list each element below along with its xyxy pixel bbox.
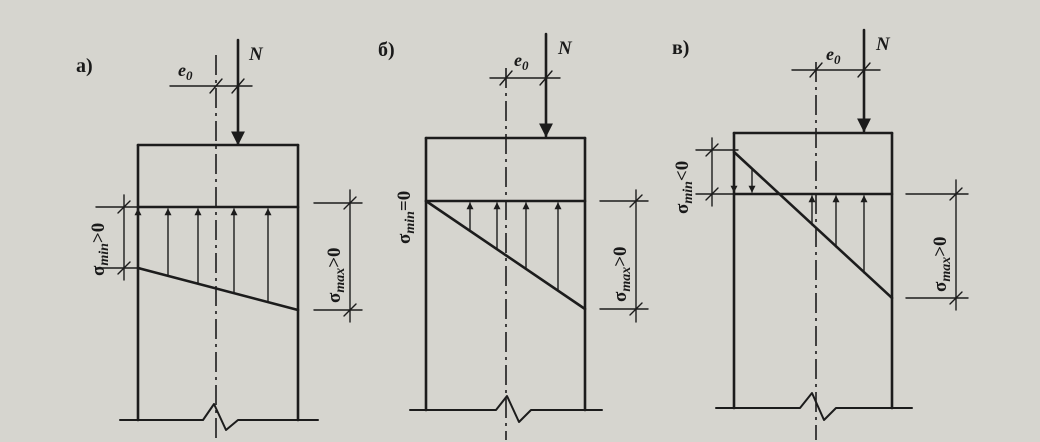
panel-b-eccentricity-label: e0 — [514, 50, 529, 73]
panel-a-column — [119, 143, 319, 431]
panel-b-force-label: N — [557, 38, 573, 59]
panel-b-sigma-min-label: σmin=0 — [394, 191, 418, 244]
panel-c-eccentricity-dim — [791, 62, 881, 78]
panel-c: в) N e0 — [672, 28, 969, 440]
panel-b-sigma-max-dim — [599, 189, 649, 323]
panel-b-label: б) — [378, 39, 395, 61]
panel-a-force-label: N — [248, 44, 264, 65]
panel-a-label: а) — [76, 55, 93, 77]
panel-a-sigma-min-label: σmin>0 — [88, 223, 112, 276]
panel-c-stress-epure — [730, 150, 894, 300]
panel-c-column — [715, 131, 913, 421]
panel-b-stress-epure — [424, 199, 587, 311]
panel-a: а) N e0 — [76, 38, 363, 440]
panel-c-eccentricity-label: e0 — [826, 44, 841, 67]
panel-c-sigma-min-label: σmin<0 — [672, 161, 696, 214]
panel-c-label: в) — [672, 37, 689, 59]
panel-b-sigma-max-label: σmax>0 — [610, 246, 634, 302]
panel-b-column — [409, 136, 603, 423]
panel-a-sigma-max-label: σmax>0 — [324, 247, 348, 303]
panel-a-stress-epure — [134, 205, 300, 312]
panel-a-sigma-min-dim — [95, 194, 141, 281]
panel-a-sigma-max-dim — [313, 189, 363, 323]
panel-b-eccentricity-dim — [489, 70, 561, 86]
panel-c-sigma-max-dim — [905, 179, 969, 311]
panel-a-eccentricity-dim — [169, 78, 253, 94]
panel-b: б) N e0 σmin=0 — [378, 32, 649, 440]
panel-a-eccentricity-label: e0 — [178, 60, 193, 83]
panel-c-sigma-min-dim — [695, 137, 739, 207]
panel-c-sigma-max-label: σmax>0 — [930, 236, 954, 292]
panel-c-force-label: N — [875, 34, 891, 55]
